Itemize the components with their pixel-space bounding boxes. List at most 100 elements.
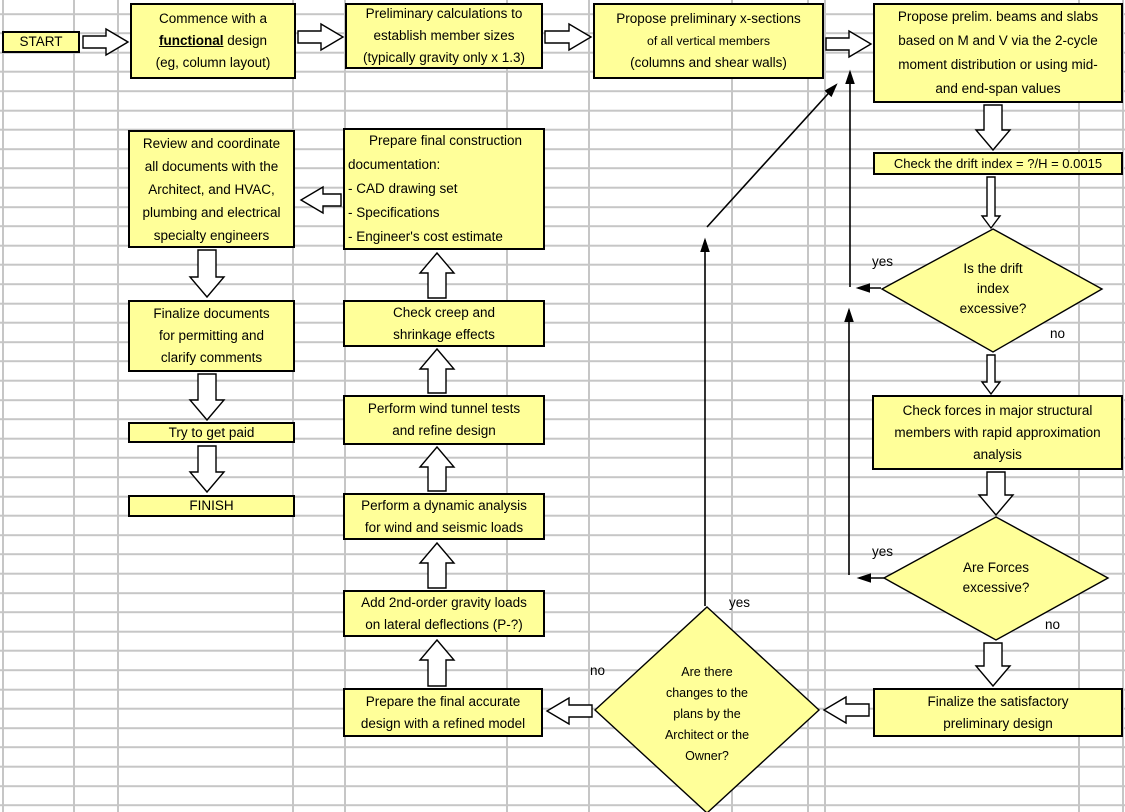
text-line: Propose preliminary x-sections xyxy=(616,11,801,26)
arrow-finalizeprelim-to-changes xyxy=(822,695,870,725)
grid-vline xyxy=(2,0,4,812)
grid-vline xyxy=(1122,0,1124,812)
text-line: (columns and shear walls) xyxy=(630,55,787,70)
grid-vline xyxy=(292,0,294,812)
text-line: Are Forces xyxy=(962,560,1030,575)
text-line: Perform a dynamic analysis xyxy=(361,497,527,513)
node-commence: Commence with a functional design (eg, c… xyxy=(130,3,296,79)
text-line: clarify comments xyxy=(160,350,263,365)
grid-vline xyxy=(807,0,809,812)
text-line: Check forces in major structural xyxy=(902,402,1093,418)
arrow-dynamic-to-windtunnel xyxy=(418,445,456,492)
arrow-changes-to-preparefinal xyxy=(545,696,593,726)
node-review: Review and coordinate all documents with… xyxy=(128,130,295,248)
changes-decision-text: Are there changes to the plans by the Ar… xyxy=(630,658,784,770)
text-line: shrinkage effects xyxy=(393,326,495,342)
arrow-prelimcalc-to-xsections xyxy=(544,22,593,52)
text-line: analysis xyxy=(973,446,1022,462)
text-line: moment distribution or using mid- xyxy=(898,57,1098,72)
text-line: members with rapid approximation xyxy=(894,424,1101,440)
text-line: and end-span values xyxy=(935,81,1061,96)
arrow-creep-to-docs xyxy=(418,251,456,299)
text-line: index xyxy=(976,281,1010,296)
text-line: documentation: xyxy=(348,157,441,172)
drift-yes-label: yes xyxy=(872,254,894,269)
text-line: Check creep and xyxy=(392,304,496,320)
arrow-review-to-finalizedocs xyxy=(188,249,226,299)
text-line: Are there xyxy=(681,664,733,679)
text-line: Is the drift xyxy=(963,261,1023,276)
text-line: Finalize documents xyxy=(153,306,270,321)
arrow-changesyes-diagonal xyxy=(706,83,838,228)
text-fragment: design xyxy=(223,33,268,48)
text-line: Perform wind tunnel tests xyxy=(367,401,521,416)
node-start: START xyxy=(2,31,80,53)
node-add-2nd-order: Add 2nd-order gravity loads on lateral d… xyxy=(343,590,545,637)
text-line: (typically gravity only x 1.3) xyxy=(362,50,526,65)
text-line: establish member sizes xyxy=(373,28,515,43)
arrow-forcescheck-to-forcesdecision xyxy=(977,471,1015,517)
node-finish: FINISH xyxy=(128,495,295,517)
text-line: excessive? xyxy=(959,301,1027,316)
arrow-getpaid-to-finish xyxy=(188,445,226,494)
text-line: for permitting and xyxy=(158,328,265,343)
arrow-add2nd-to-dynamic xyxy=(418,541,456,589)
text-line: (eg, column layout) xyxy=(155,55,271,70)
text-line: design with a refined model xyxy=(360,715,526,731)
emphasized-word: functional xyxy=(158,33,224,48)
node-wind-tunnel: Perform wind tunnel tests and refine des… xyxy=(343,395,545,445)
grid-vline xyxy=(588,0,590,812)
arrow-forcesdecision-to-finalizeprelim xyxy=(974,642,1012,688)
drift-decision-text: Is the drift index excessive? xyxy=(918,250,1068,328)
text-line: Commence with a xyxy=(158,11,268,26)
node-forces-check: Check forces in major structural members… xyxy=(872,395,1123,470)
text-line: functional design xyxy=(132,30,294,52)
text-line: of all vertical members xyxy=(646,34,770,48)
arrow-preparefinal-to-add2nd xyxy=(418,638,456,687)
text-line: and refine design xyxy=(392,423,496,438)
arrow-driftdecision-to-forcescheck xyxy=(980,354,1002,396)
text-line: - CAD drawing set xyxy=(348,181,458,196)
text-line: Check the drift index = ?/H = 0.0015 xyxy=(893,155,1103,171)
changes-yes-label: yes xyxy=(729,595,751,610)
node-dynamic-analysis: Perform a dynamic analysis for wind and … xyxy=(343,493,545,540)
text-line: plumbing and electrical xyxy=(142,204,281,220)
changes-no-label: no xyxy=(590,663,606,678)
text-line: Architect or the xyxy=(664,727,750,742)
changes-decision-diamond xyxy=(593,606,821,812)
grid-vline xyxy=(824,0,826,812)
text-line: Try to get paid xyxy=(168,425,255,440)
forces-decision-diamond xyxy=(882,516,1110,641)
text-line: Review and coordinate xyxy=(142,135,281,151)
arrow-driftcheck-to-driftdecision xyxy=(980,176,1002,230)
text-line: specialty engineers xyxy=(153,227,270,243)
arrow-docs-to-review xyxy=(299,185,342,215)
forces-no-label: no xyxy=(1045,617,1061,632)
arrow-finalizedocs-to-getpaid xyxy=(188,373,226,422)
text-line: Architect, and HVAC, xyxy=(148,181,275,197)
drift-decision-diamond xyxy=(880,228,1104,353)
arrow-xsections-to-beams xyxy=(825,29,873,59)
node-drift-check: Check the drift index = ?/H = 0.0015 xyxy=(873,152,1123,175)
text-line: Add 2nd-order gravity loads xyxy=(361,594,527,610)
text-line: Finalize the satisfactory xyxy=(927,693,1069,709)
node-beams: Propose prelim. beams and slabs based on… xyxy=(873,3,1123,103)
grid-vline xyxy=(731,0,733,812)
text-line: - Engineer's cost estimate xyxy=(348,229,503,244)
node-finalize-docs: Finalize documents for permitting and cl… xyxy=(128,300,295,372)
drift-no-label: no xyxy=(1050,326,1066,341)
text-line: changes to the xyxy=(665,685,748,700)
forces-yes-label: yes xyxy=(872,544,894,559)
text-line: Prepare final construction xyxy=(368,133,523,148)
node-prepare-final: Prepare the final accurate design with a… xyxy=(343,688,543,737)
node-finalize-prelim: Finalize the satisfactory preliminary de… xyxy=(873,688,1123,737)
node-get-paid: Try to get paid xyxy=(128,422,295,443)
text-line: on lateral deflections (P-?) xyxy=(365,616,523,632)
node-xsections: Propose preliminary x-sections of all ve… xyxy=(593,3,824,79)
forces-decision-text: Are Forces excessive? xyxy=(916,550,1076,606)
text-line: - Specifications xyxy=(348,205,440,220)
text-line: Propose prelim. beams and slabs xyxy=(897,9,1099,24)
text-line: preliminary design xyxy=(943,715,1053,731)
text-line: Prepare the final accurate xyxy=(365,693,521,709)
